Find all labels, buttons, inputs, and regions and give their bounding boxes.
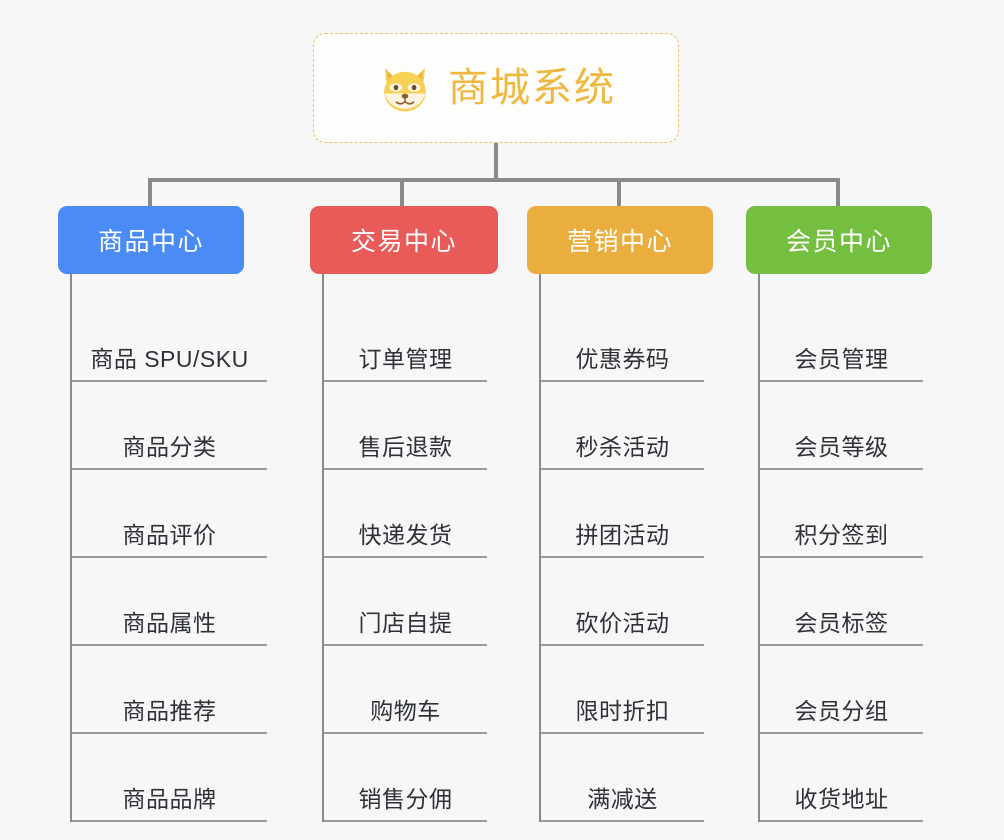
leaf-item[interactable]: 门店自提	[324, 558, 487, 646]
leaf-item[interactable]: 砍价活动	[541, 558, 704, 646]
leaf-label: 购物车	[370, 698, 441, 724]
connector-drop-2	[400, 178, 404, 208]
leaf-label: 优惠券码	[575, 346, 670, 372]
leaf-label: 商品评价	[122, 522, 217, 548]
leaf-item[interactable]: 拼团活动	[541, 470, 704, 558]
category-label: 商品中心	[97, 228, 204, 256]
leaf-list-2: 优惠券码 秒杀活动 拼团活动 砍价活动 限时折扣 满减送	[539, 274, 732, 822]
shiba-inu-dog-face-icon	[376, 59, 434, 117]
category-header-1[interactable]: 交易中心	[310, 206, 498, 274]
leaf-item[interactable]: 商品推荐	[72, 646, 267, 734]
category-label: 营销中心	[566, 228, 673, 256]
leaf-label: 会员标签	[794, 610, 889, 636]
leaf-label: 秒杀活动	[575, 434, 670, 460]
leaf-label: 门店自提	[358, 610, 453, 636]
category-label: 会员中心	[785, 228, 892, 256]
leaf-label: 售后退款	[358, 434, 453, 460]
leaf-list-1: 订单管理 售后退款 快递发货 门店自提 购物车 销售分佣	[322, 274, 525, 822]
leaf-label: 砍价活动	[575, 610, 670, 636]
branch-product-center: 商品中心 商品 SPU/SKU 商品分类 商品评价 商品属性 商品推荐 商品品牌	[58, 206, 288, 822]
leaf-item[interactable]: 商品 SPU/SKU	[72, 294, 267, 382]
connector-horizontal-bar	[148, 178, 838, 182]
leaf-item[interactable]: 会员分组	[760, 646, 923, 734]
leaf-item[interactable]: 商品属性	[72, 558, 267, 646]
leaf-label: 销售分佣	[358, 786, 453, 812]
connector-root-stem	[494, 143, 498, 180]
connector-drop-3	[617, 178, 621, 208]
leaf-label: 积分签到	[794, 522, 889, 548]
leaf-label: 商品分类	[122, 434, 217, 460]
leaf-label: 商品 SPU/SKU	[90, 346, 249, 372]
category-header-3[interactable]: 会员中心	[746, 206, 932, 274]
connector-drop-1	[148, 178, 152, 208]
leaf-label: 会员分组	[794, 698, 889, 724]
branch-columns: 商品中心 商品 SPU/SKU 商品分类 商品评价 商品属性 商品推荐 商品品牌…	[0, 206, 1004, 840]
leaf-item[interactable]: 订单管理	[324, 294, 487, 382]
connector-drop-4	[836, 178, 840, 208]
leaf-label: 快递发货	[358, 522, 453, 548]
leaf-item[interactable]: 限时折扣	[541, 646, 704, 734]
leaf-item[interactable]: 售后退款	[324, 382, 487, 470]
leaf-label: 商品推荐	[122, 698, 217, 724]
leaf-label: 订单管理	[358, 346, 453, 372]
leaf-list-3: 会员管理 会员等级 积分签到 会员标签 会员分组 收货地址	[758, 274, 956, 822]
root-node[interactable]: 商城系统	[313, 33, 679, 143]
leaf-item[interactable]: 满减送	[541, 734, 704, 822]
leaf-item[interactable]: 会员管理	[760, 294, 923, 382]
leaf-label: 满减送	[587, 786, 658, 812]
leaf-item[interactable]: 优惠券码	[541, 294, 704, 382]
branch-member-center: 会员中心 会员管理 会员等级 积分签到 会员标签 会员分组 收货地址	[746, 206, 956, 822]
category-label: 交易中心	[350, 228, 457, 256]
leaf-label: 商品品牌	[122, 786, 217, 812]
category-header-2[interactable]: 营销中心	[527, 206, 713, 274]
leaf-item[interactable]: 收货地址	[760, 734, 923, 822]
leaf-item[interactable]: 会员标签	[760, 558, 923, 646]
leaf-label: 拼团活动	[575, 522, 670, 548]
leaf-item[interactable]: 购物车	[324, 646, 487, 734]
leaf-label: 限时折扣	[575, 698, 670, 724]
branch-trade-center: 交易中心 订单管理 售后退款 快递发货 门店自提 购物车 销售分佣	[310, 206, 525, 822]
leaf-item[interactable]: 商品分类	[72, 382, 267, 470]
leaf-label: 商品属性	[122, 610, 217, 636]
leaf-label: 会员管理	[794, 346, 889, 372]
leaf-label: 会员等级	[794, 434, 889, 460]
category-header-0[interactable]: 商品中心	[58, 206, 244, 274]
leaf-item[interactable]: 商品评价	[72, 470, 267, 558]
leaf-label: 收货地址	[794, 786, 889, 812]
leaf-item[interactable]: 积分签到	[760, 470, 923, 558]
root-title: 商城系统	[448, 66, 616, 110]
leaf-item[interactable]: 会员等级	[760, 382, 923, 470]
leaf-list-0: 商品 SPU/SKU 商品分类 商品评价 商品属性 商品推荐 商品品牌	[70, 274, 288, 822]
leaf-item[interactable]: 商品品牌	[72, 734, 267, 822]
leaf-item[interactable]: 销售分佣	[324, 734, 487, 822]
branch-marketing-center: 营销中心 优惠券码 秒杀活动 拼团活动 砍价活动 限时折扣 满减送	[527, 206, 732, 822]
leaf-item[interactable]: 秒杀活动	[541, 382, 704, 470]
leaf-item[interactable]: 快递发货	[324, 470, 487, 558]
